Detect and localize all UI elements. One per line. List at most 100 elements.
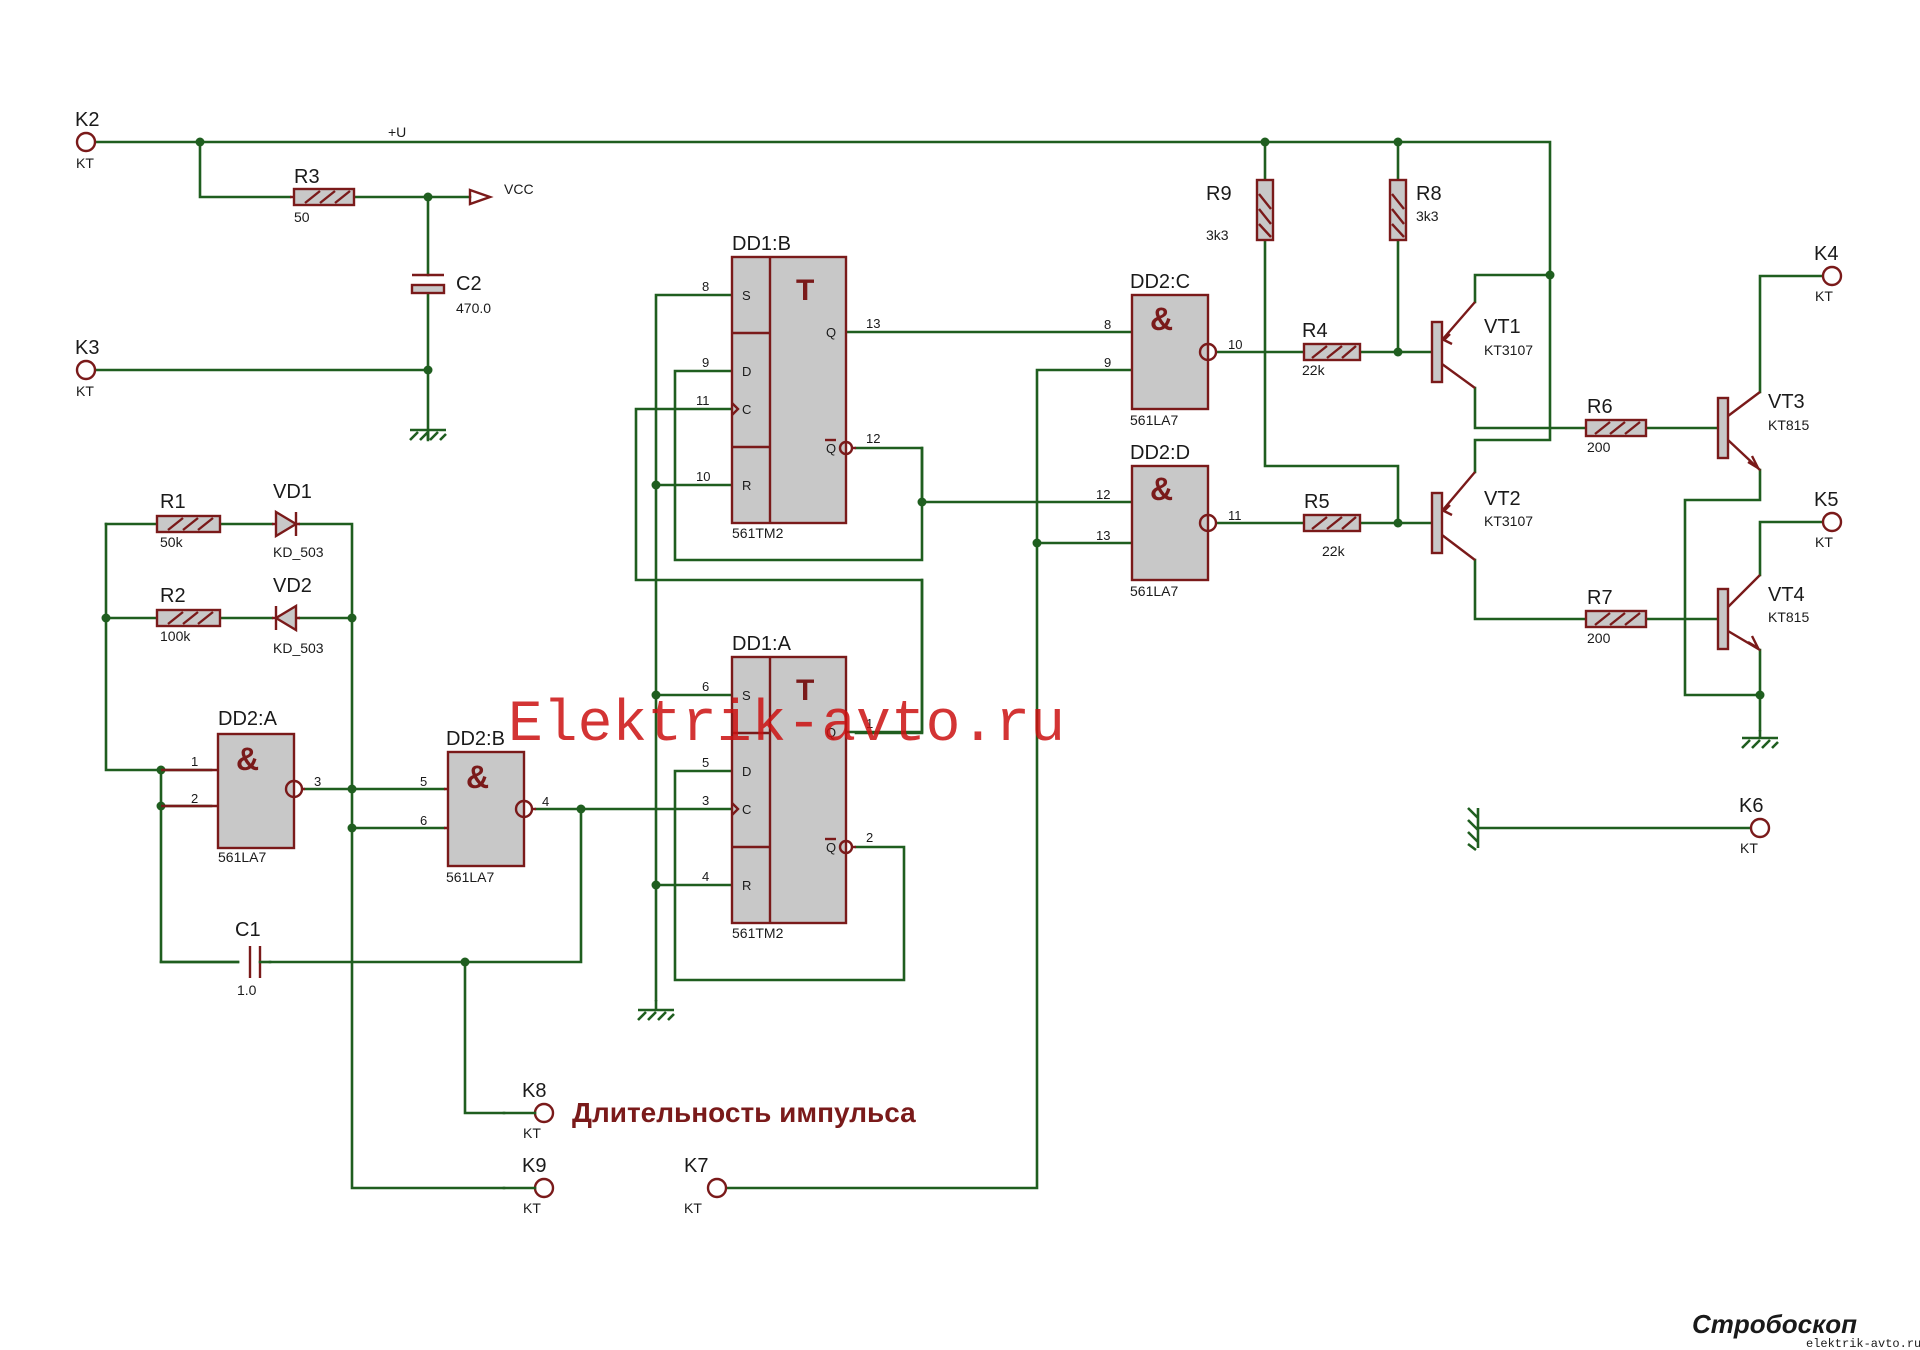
resistor-ref: R5	[1304, 491, 1330, 513]
resistor-val: 22k	[1322, 543, 1346, 559]
resistor-val: 100k	[160, 628, 191, 644]
ff-output-qbar: Q	[826, 441, 836, 456]
capacitor-c1: C1 1.0	[159, 919, 272, 998]
junctions	[101, 137, 1765, 967]
pin-number: 5	[420, 774, 427, 789]
ff-input-c: C	[742, 402, 751, 417]
terminal-k8[interactable]: K8 KT	[502, 1080, 555, 1141]
gate-ref: DD2:A	[218, 708, 278, 730]
pin-number: 9	[1104, 355, 1111, 370]
terminal-k9[interactable]: K9 KT	[502, 1155, 555, 1216]
pin-number: 8	[702, 279, 709, 294]
diode-ref: VD2	[273, 575, 312, 597]
terminal-ref: K7	[684, 1155, 708, 1177]
terminal-val: KT	[1815, 534, 1833, 550]
flipflop-symbol: T	[796, 674, 814, 707]
flipflop-ref: DD1:A	[732, 633, 792, 655]
terminal-val: KT	[523, 1125, 541, 1141]
terminal-val: KT	[76, 383, 94, 399]
resistor-val: 22k	[1302, 362, 1326, 378]
schematic-title: Стробоскоп	[1692, 1309, 1857, 1339]
gate-ref: DD2:B	[446, 728, 505, 750]
resistor-r7: R7 200	[1584, 587, 1648, 646]
diode-vd2: VD2 KD_503	[272, 575, 324, 656]
resistor-ref: R2	[160, 585, 186, 607]
ground-icon	[1467, 807, 1480, 852]
pin-number: 10	[696, 469, 710, 484]
transistor-val: KT3107	[1484, 513, 1533, 529]
terminal-k3[interactable]: K3 KT	[75, 337, 99, 399]
flipflop-val: 561TM2	[732, 525, 784, 541]
flipflop-dd1a: DD1:A T S D C R Q Q 6 5 3 4 1 2 561TM2	[702, 578, 924, 941]
terminal-val: KT	[1815, 288, 1833, 304]
ff-input-r: R	[742, 878, 751, 893]
resistor-r5: R5 22k	[1302, 491, 1362, 559]
gate-val: 561LA7	[446, 869, 494, 885]
resistor-r9: R9 3k3	[1206, 178, 1275, 243]
gate-dd2b: DD2:B & 5 6 4 561LA7	[420, 728, 549, 885]
pin-number: 9	[702, 355, 709, 370]
gate-val: 561LA7	[1130, 583, 1178, 599]
capacitor-val: 1.0	[237, 982, 257, 998]
ff-input-s: S	[742, 288, 751, 303]
ground-icon	[409, 428, 447, 441]
terminal-val: KT	[684, 1200, 702, 1216]
pin-number: 4	[542, 794, 549, 809]
pin-number: 1	[866, 716, 873, 731]
ff-input-s: S	[742, 688, 751, 703]
pin-number: 8	[1104, 317, 1111, 332]
terminal-k4[interactable]: K4 KT	[1814, 243, 1843, 304]
terminal-ref: K3	[75, 337, 99, 359]
terminal-ref: K4	[1814, 243, 1838, 265]
resistor-val: 3k3	[1206, 227, 1229, 243]
pin-number: 2	[191, 791, 198, 806]
transistor-ref: VT1	[1484, 316, 1521, 338]
pin-number: 2	[866, 830, 873, 845]
terminal-ref: K5	[1814, 489, 1838, 511]
transistor-ref: VT3	[1768, 391, 1805, 413]
transistor-ref: VT4	[1768, 584, 1805, 606]
pin-number: 10	[1228, 337, 1242, 352]
flipflop-symbol: T	[796, 274, 814, 307]
resistor-r2: R2 100k	[155, 585, 222, 644]
pin-number: 3	[702, 793, 709, 808]
transistor-vt4: VT4 KT815	[1716, 574, 1809, 652]
gate-symbol: &	[1150, 301, 1173, 337]
terminal-ref: K2	[75, 109, 99, 131]
terminal-k2[interactable]: K2 KT	[75, 109, 99, 171]
transistor-val: KT3107	[1484, 342, 1533, 358]
resistor-val: 200	[1587, 630, 1611, 646]
resistor-val: 3k3	[1416, 208, 1439, 224]
resistor-val: 50	[294, 209, 310, 225]
vcc-label: VCC	[504, 181, 534, 197]
site-caption: elektrik-avto.ru	[1806, 1337, 1920, 1350]
flipflop-dd1b: DD1:B T S D C R Q Q 8 9 11 10 13 12 561T…	[696, 233, 880, 541]
pulse-duration-label: Длительность импульса	[572, 1097, 916, 1128]
capacitor-ref: C2	[456, 273, 482, 295]
gate-symbol: &	[236, 741, 259, 777]
resistor-ref: R9	[1206, 183, 1232, 205]
pin-number: 5	[702, 755, 709, 770]
terminal-k7[interactable]: K7 KT	[684, 1155, 728, 1216]
terminal-ref: K6	[1739, 795, 1763, 817]
flipflop-val: 561TM2	[732, 925, 784, 941]
pin-number: 1	[191, 754, 198, 769]
gate-ref: DD2:C	[1130, 271, 1190, 293]
ff-output-q: Q	[826, 325, 836, 340]
terminal-ref: K8	[522, 1080, 546, 1102]
diode-ref: VD1	[273, 481, 312, 503]
terminal-k6[interactable]: K6 KT	[1739, 795, 1771, 856]
transistor-vt1: VT1 KT3107	[1430, 301, 1533, 389]
ground-icon	[1741, 730, 1779, 749]
watermark: Elektrik-avto.ru	[508, 693, 1065, 758]
resistor-ref: R1	[160, 491, 186, 513]
pin-number: 12	[866, 431, 880, 446]
gate-symbol: &	[466, 759, 489, 795]
resistor-ref: R7	[1587, 587, 1613, 609]
terminal-val: KT	[76, 155, 94, 171]
terminal-k5[interactable]: K5 KT	[1814, 489, 1843, 550]
gate-dd2a: DD2:A & 1 2 3 561LA7	[161, 708, 321, 865]
capacitor-val: 470.0	[456, 300, 491, 316]
pin-number: 11	[1228, 508, 1242, 523]
resistor-ref: R3	[294, 166, 320, 188]
